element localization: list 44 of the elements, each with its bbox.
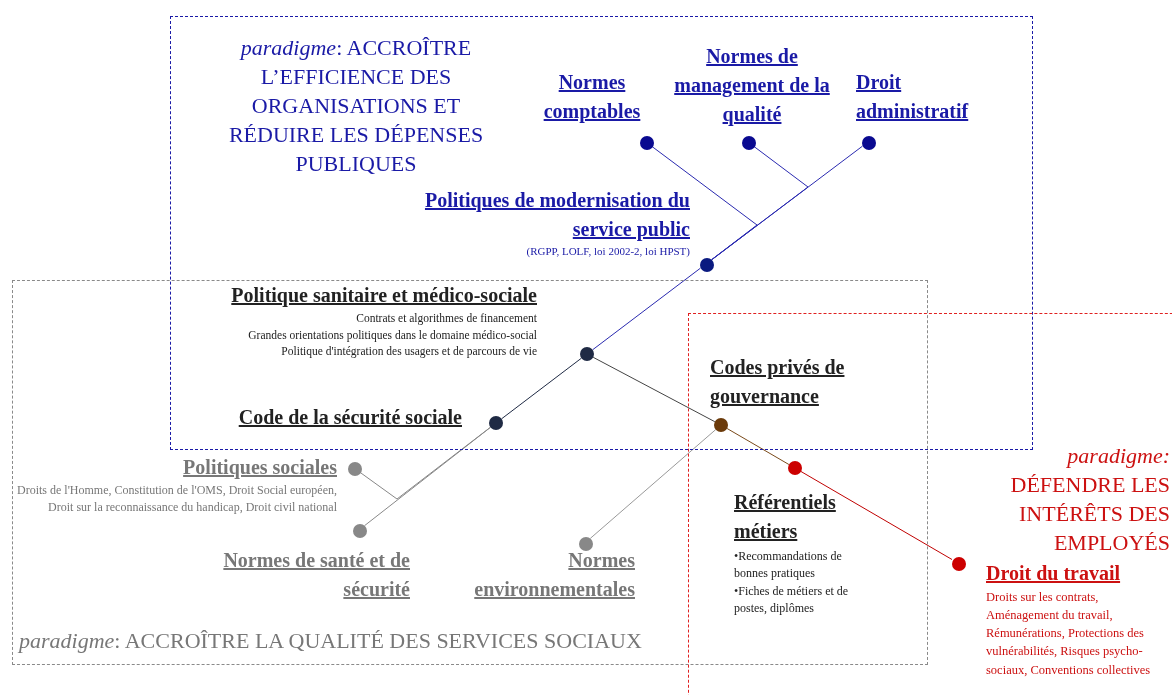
node-title: Politique sanitaire et médico-sociale bbox=[230, 283, 537, 309]
connector-line bbox=[364, 426, 491, 527]
connector-line bbox=[651, 145, 758, 261]
connector-line bbox=[726, 428, 790, 465]
connector-line bbox=[800, 471, 953, 560]
node-title: Politiques sociales bbox=[182, 455, 337, 481]
section-title: Référentiels métiers bbox=[734, 490, 837, 544]
node-description: Grandes orientations politiques dans le domaine médico-social bbox=[247, 327, 537, 344]
node-title: Codes privés de gouvernance bbox=[710, 355, 846, 410]
connector-line bbox=[589, 429, 717, 539]
paradigm-heading: paradigme: ACCROÎTRE LA QUALITÉ DES SERVICES SOCIAUX bbox=[19, 627, 643, 655]
node-description: (RGPP, LOLF, loi 2002-2, loi HPST) bbox=[525, 244, 690, 259]
paradigm-heading: paradigme: DÉFENDRE LES INTÉRÊTS DES EMPLOYÉS bbox=[1009, 442, 1170, 557]
node-description: Droits sur les contrats, Aménagement du travail, Rémunérations, Protections des vulnérabilités, Risques psycho-sociaux, Conventions collectives bbox=[986, 589, 1152, 679]
bullet-item: •Fiches de métiers et de postes, diplômes bbox=[734, 583, 850, 617]
node-dot bbox=[640, 136, 654, 150]
node-title: Normes de management de la qualité bbox=[673, 44, 831, 128]
node-dot bbox=[700, 258, 714, 272]
node-description: Droits de l'Homme, Constitution de l'OMS, Droit Social européen, Droit sur la reconnaissance du handicap, Droit civil national bbox=[16, 482, 337, 517]
connector-line bbox=[711, 145, 863, 261]
node-dot bbox=[348, 462, 362, 476]
connector-line bbox=[501, 357, 582, 420]
node-title: Normes comptables bbox=[542, 70, 642, 125]
node-description: Contrats et algorithmes de financement bbox=[355, 311, 537, 327]
connector-line bbox=[592, 267, 701, 351]
connector-line bbox=[592, 356, 716, 423]
node-description: Politique d'intégration des usagers et de parcours de vie bbox=[280, 344, 537, 360]
node-title: Droit du travail bbox=[986, 561, 1122, 586]
node-dot bbox=[952, 557, 966, 571]
bullet-item: •Recommandations de bonnes pratiques bbox=[734, 548, 843, 582]
node-dot bbox=[862, 136, 876, 150]
node-title: Normes environnementales bbox=[473, 548, 635, 602]
node-dot bbox=[353, 524, 367, 538]
node-title: Code de la sécurité sociale bbox=[237, 405, 462, 430]
node-dot bbox=[580, 347, 594, 361]
node-dot bbox=[714, 418, 728, 432]
node-title: Politiques de modernisation du service public bbox=[423, 188, 690, 243]
node-dot bbox=[579, 537, 593, 551]
node-dot bbox=[742, 136, 756, 150]
node-dot bbox=[489, 416, 503, 430]
node-title: Normes de santé et de sécurité bbox=[222, 548, 410, 602]
node-title: Droit administratif bbox=[856, 70, 970, 124]
node-dot bbox=[788, 461, 802, 475]
paradigm-heading: paradigme: ACCROÎTRE L’EFFICIENCE DES ORGANISATIONS ET RÉDUIRE LES DÉPENSES PUBLIQUES bbox=[227, 34, 485, 178]
